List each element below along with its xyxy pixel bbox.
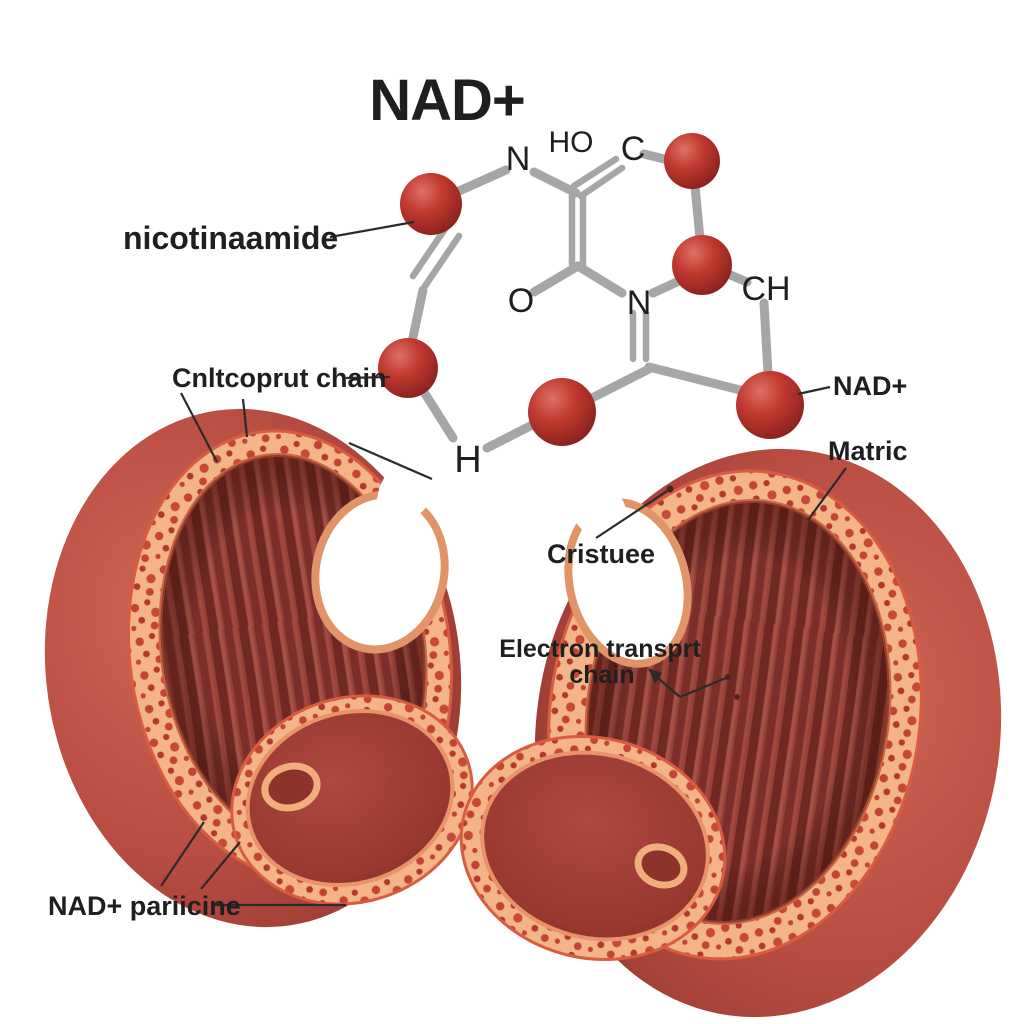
label-transport-chain: Cnltcoprut chain [172, 363, 387, 393]
atom-label-n-ring: N [627, 284, 652, 322]
atom-top-right [664, 133, 720, 189]
atom-lower-left [378, 338, 438, 398]
matrix-pool-right [480, 750, 710, 942]
mitochondrion-right [459, 448, 1002, 1018]
atom-nicotinamide [400, 173, 462, 235]
text-annotations: NAD+ nicotinaamide Cnltcoprut chain NAD+… [48, 68, 908, 921]
surface-dot-right [734, 694, 740, 700]
leader-matrix [807, 467, 847, 521]
label-electron-transport-2: chain [569, 661, 634, 689]
label-nad-plus-right: NAD+ [833, 371, 907, 401]
opening-gap-right [563, 468, 629, 544]
atom-label-ch: CH [741, 270, 790, 308]
leader-particle-diag-b [200, 841, 241, 890]
etc-arrowhead [648, 668, 662, 684]
leader-membrane-float [348, 441, 433, 481]
matrix-pool-left [245, 709, 455, 887]
label-nad-particle: NAD+ pariicine [48, 891, 241, 921]
leader-particle-diag-a [160, 821, 205, 887]
leader-chain-down-b [241, 398, 249, 438]
leader-chain-down-a [180, 392, 218, 463]
atom-mid-right [672, 235, 732, 295]
atom-symbol-labels: N HO C O N CH H [454, 126, 790, 481]
atom-label-ho: HO [549, 126, 594, 159]
double-bonds [409, 155, 650, 363]
mitochondrion-left [44, 408, 474, 928]
label-matrix: Matric [828, 436, 908, 466]
atom-center-bottom [528, 378, 596, 446]
pore-left [268, 769, 314, 805]
atom-label-n-top: N [506, 140, 531, 178]
leader-nad-right [797, 385, 831, 396]
label-nicotinamide: nicotinaamide [123, 220, 338, 256]
leader-cristae [595, 490, 668, 539]
atom-label-c: C [621, 130, 646, 168]
atom-label-o: O [508, 282, 534, 320]
leader-lines [160, 220, 847, 907]
diagram-title: NAD+ [369, 68, 525, 133]
label-electron-transport-1: Electron transprt [499, 635, 701, 663]
leader-etc-b [679, 676, 727, 699]
atom-nad [736, 371, 804, 439]
leader-chain-to-atom [345, 375, 391, 380]
leader-nicotinamide [329, 220, 415, 239]
pore-right [641, 850, 681, 882]
cristae-target-dot [666, 485, 674, 493]
molecule-atoms [378, 133, 804, 446]
etc-target-dot [725, 674, 731, 680]
opening-gap-left [376, 449, 442, 525]
label-cristae: Cristuee [547, 539, 655, 569]
atom-label-h: H [454, 439, 481, 481]
